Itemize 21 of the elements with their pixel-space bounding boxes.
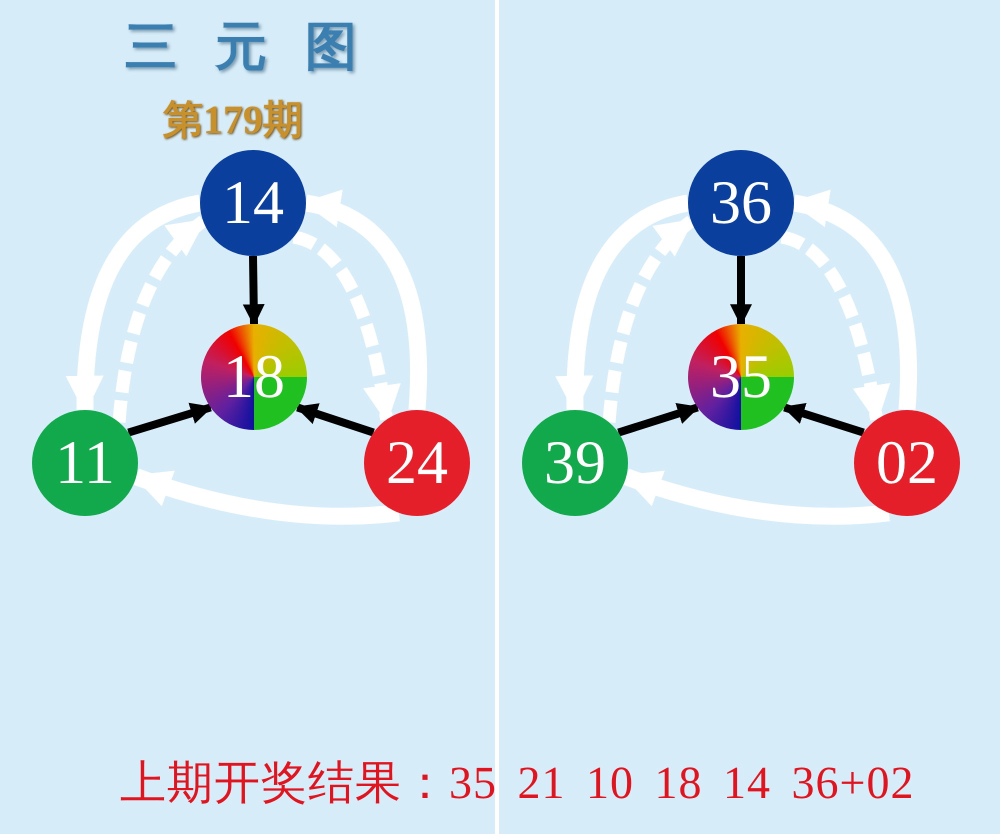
arrow — [780, 230, 890, 424]
arrow — [730, 256, 752, 326]
arrow — [622, 468, 890, 525]
arrow — [782, 402, 865, 436]
ball-number: 02 — [876, 432, 938, 494]
issue-number: 第179期 — [163, 96, 303, 144]
ball-number: 24 — [386, 432, 448, 494]
arrow — [132, 468, 400, 525]
result-text: 上期开奖结果：35 21 10 18 14 36+02 — [120, 756, 914, 810]
ball-number: 11 — [55, 432, 115, 494]
arrow — [295, 403, 375, 436]
ball-number: 36 — [710, 172, 772, 234]
ball-number: 14 — [222, 172, 284, 234]
title: 三元图 — [125, 15, 395, 79]
ball-number: 39 — [544, 432, 606, 494]
arrow — [127, 402, 213, 436]
arrow — [242, 256, 265, 326]
arrow — [602, 216, 696, 423]
arrow — [617, 402, 700, 436]
arrow — [292, 230, 400, 424]
arrow — [112, 216, 208, 423]
